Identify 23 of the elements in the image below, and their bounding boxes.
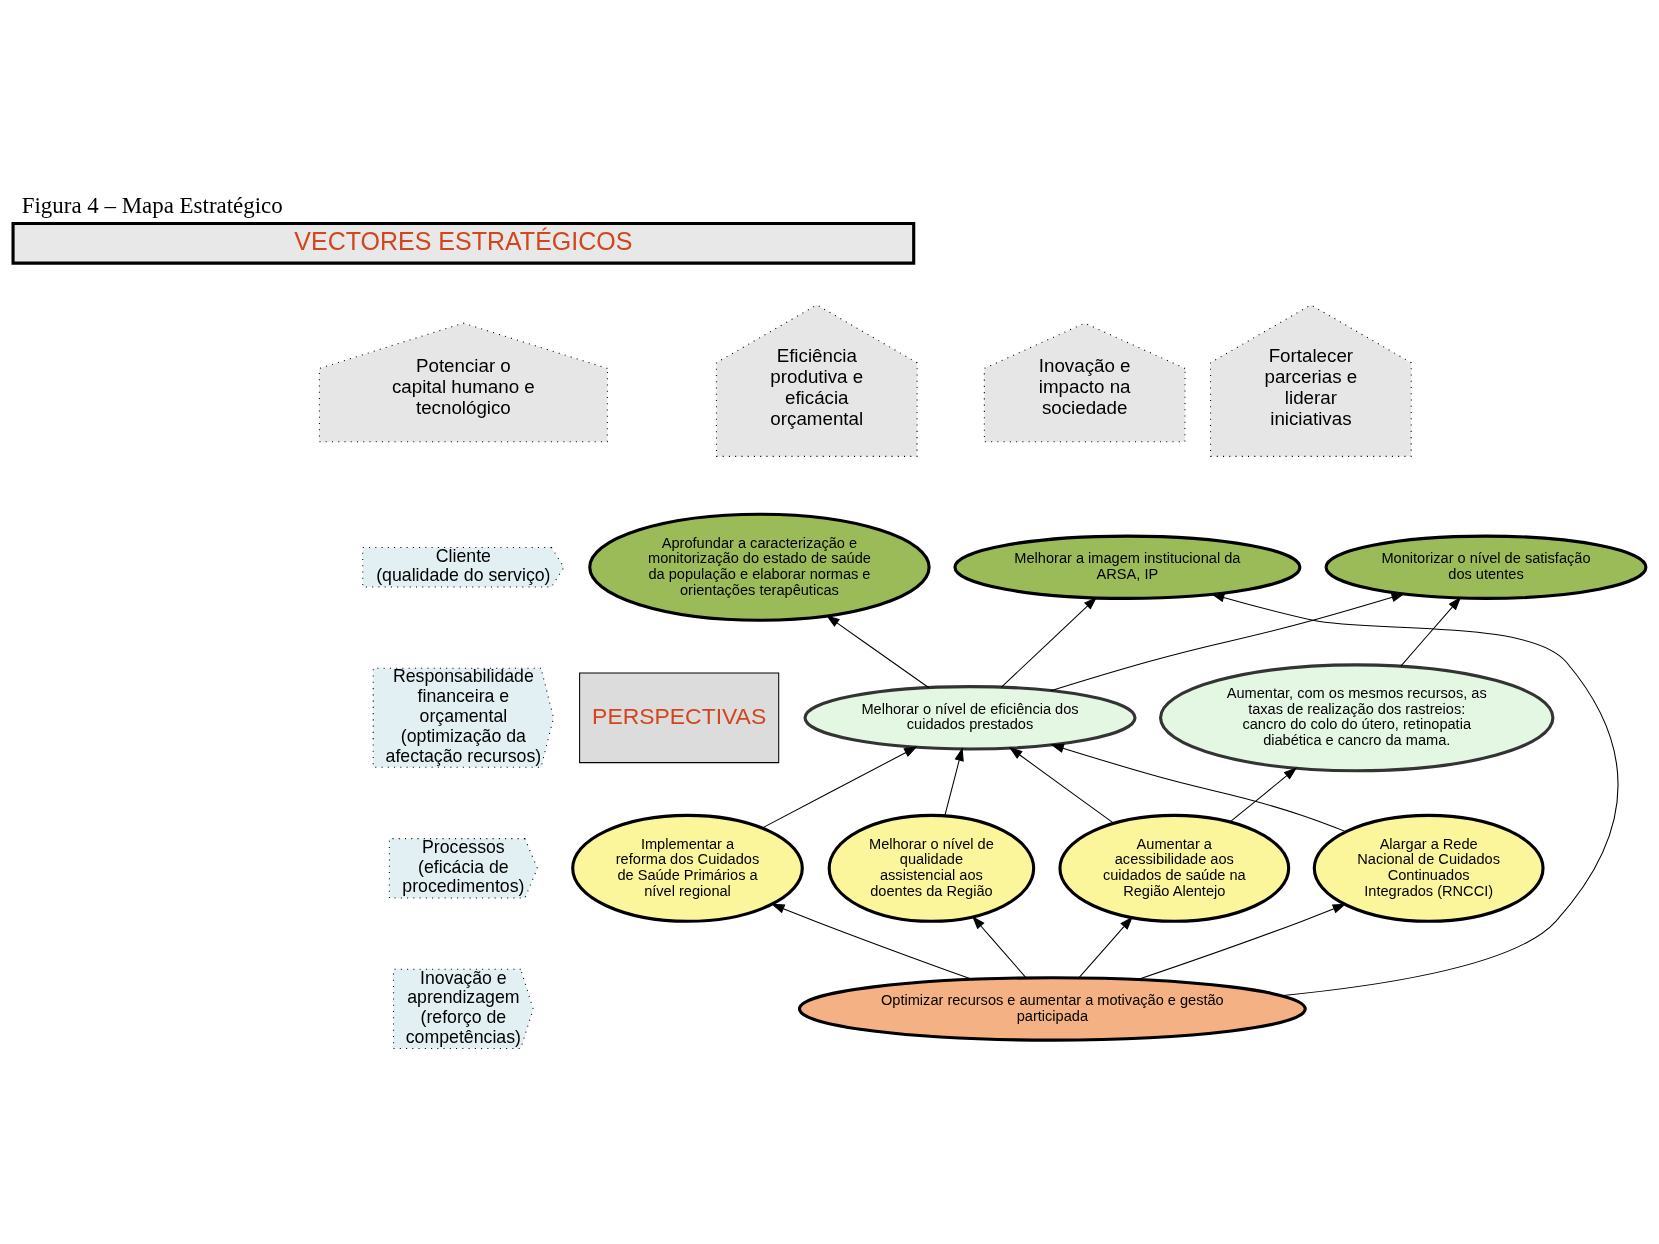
arrow [1210, 592, 1619, 996]
arrow [826, 614, 930, 688]
arrow [944, 746, 964, 816]
node-ellipse: Aumentar a acessibilidade aos cuidados de saúde na Região Alentejo [1058, 813, 1291, 923]
node-ellipse: Optimizar recursos e aumentar a motivação e gestão participada [797, 975, 1307, 1042]
arrow [1050, 743, 1347, 832]
arrow [1000, 596, 1098, 688]
diagram-title: Figura 4 – Mapa Estratégico [21, 192, 283, 218]
node-ellipse: Melhorar o nível de qualidade assistencial aos doentes da Região [827, 813, 1036, 923]
arrow [972, 915, 1027, 978]
node-ellipse: Aumentar, com os mesmos recursos, as taxas de realização dos rastreios: cancro do colo do útero, retinopatia diabética e cancro da mama. [1159, 662, 1555, 772]
arrow [1078, 915, 1133, 978]
node-ellipse: Aprofundar a caracterização e monitorização do estado de saúde da população e elaborar normas e orientações terapêuticas [588, 512, 931, 622]
arrow [1008, 746, 1115, 824]
node-ellipse: Alargar a Rede Nacional de Cuidados Continuados Integrados (RNCCI) [1312, 813, 1545, 923]
node-ellipse: Implementar a reforma dos Cuidados de Saúde Primários a nível regional [571, 813, 804, 923]
node-box: PERSPECTIVAS [579, 671, 780, 763]
arrow [1136, 903, 1347, 980]
arrow [1050, 592, 1405, 691]
node-box: VECTORES ESTRATÉGICOS [11, 221, 916, 265]
arrow [761, 745, 918, 828]
arrow [1229, 766, 1298, 822]
arrow [1400, 596, 1462, 667]
